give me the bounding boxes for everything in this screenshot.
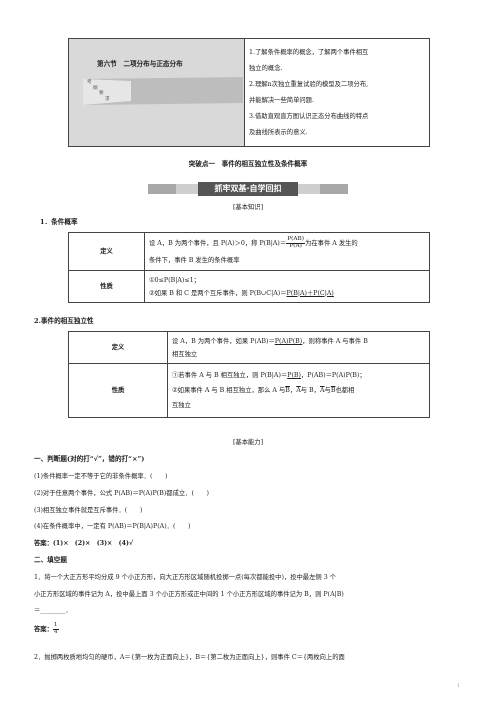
s2-heading: 2.事件的相互独立性	[34, 317, 94, 325]
goal-line: 3.借助直观直方图认识正态分布曲线的特点	[249, 112, 369, 120]
conditional-probability-table: 定义 设 A，B 为两个事件，且 P(A)＞0，称 P(B|A)＝P(AB)P(…	[68, 232, 430, 303]
part1-answer: 答案：(1)× (2)× (3)× (4)√	[34, 540, 134, 547]
goal-line: 及曲线所表示的意义.	[249, 128, 308, 136]
banner-background	[148, 182, 348, 196]
basic-knowledge-label: [基本知识]	[232, 204, 264, 211]
judge-item: (2)对于任意两个事件，公式 P(AB)＝P(A)P(B)都成立．( )	[34, 490, 209, 497]
banner-text: 抓牢双基·自学回扣	[214, 184, 282, 193]
s2-prop-label: 性质	[68, 363, 168, 418]
header-left-cell: 第六节 二项分布与正态分布 考 纲 要 求	[68, 38, 245, 147]
goal-line: 2.理解n次独立重复试验的模型及二项分布,	[249, 80, 369, 88]
s2-prop-cell: ①若事件 A 与 B 相互独立，则 P(B|A)＝P(B)，P(AB)＝P(A)…	[167, 363, 430, 418]
question-1-line-1: 1．将一个大正方形平均分成 9 个小正方形，向大正方形区域随机投掷一点(每次都能…	[34, 574, 337, 581]
s1-def-cell: 设 A，B 为两个事件，且 P(A)＞0，称 P(B|A)＝P(AB)P(A)为…	[144, 232, 430, 271]
goal-line: 独立的概念.	[249, 64, 283, 72]
independence-table: 定义 设 A，B 为两个事件，如果 P(AB)＝P(A)P(B)，则称事件 A …	[68, 331, 430, 418]
ribbon-label: 考 纲 要 求	[87, 80, 110, 102]
goals-cell: 1.了解条件概率的概念，了解两个事件相互 独立的概念. 2.理解n次独立重复试验…	[244, 38, 430, 147]
s2-def-label: 定义	[68, 331, 168, 364]
s1-prop-label: 性质	[68, 270, 145, 303]
judge-item: (1)条件概率一定不等于它的非条件概率．( )	[34, 473, 168, 480]
basic-ability-label: [基本能力]	[232, 439, 264, 446]
goal-line: 1.了解条件概率的概念，了解两个事件相互	[249, 48, 369, 56]
banner: 抓牢双基·自学回扣	[148, 182, 348, 196]
s1-prop-cell: ①0≤P(B|A)≤1； ②如果 B 和 C 是两个互斥事件，则 P(B∪C|A…	[144, 270, 430, 303]
goal-line: 并能解决一些简单问题.	[249, 96, 314, 104]
breakthrough-title: 突破点一 事件的相互独立性及条件概率	[188, 160, 308, 168]
question-1-line-2: 小正方形区域的事件记为 A，投中最上面 3 个小正方形或正中间的 1 个小正方形…	[34, 591, 344, 598]
ribbon-graphic	[83, 77, 243, 105]
s2-def-cell: 设 A，B 为两个事件，如果 P(AB)＝P(A)P(B)，则称事件 A 与事件…	[167, 331, 430, 364]
part1-heading: 一、判断题(对的打“√”，错的打“×”)	[34, 455, 145, 463]
s1-heading: 1．条件概率	[40, 218, 78, 226]
conditional-probability-fraction: P(AB)P(A)	[286, 235, 306, 249]
section-title: 第六节 二项分布与正态分布	[97, 60, 183, 68]
question-1-line-3: ＝________．	[34, 607, 72, 614]
s1-def-label: 定义	[68, 232, 145, 271]
header-table: 第六节 二项分布与正态分布 考 纲 要 求 1.了解条件概率的概念，了解两个事件…	[68, 38, 430, 147]
page-number: 1	[457, 683, 461, 689]
part2-heading: 二、填空题	[34, 556, 67, 564]
question-2-line: 2．抛掷两枚质地均匀的硬币，A＝{第一枚为正面向上}，B＝{第二枚为正面向上}，…	[34, 654, 345, 661]
judge-item: (4)在条件概率中，一定有 P(AB)＝P(B|A)P(A)．( )	[34, 523, 191, 530]
judge-item: (3)相互独立事件就是互斥事件．( )	[34, 507, 143, 514]
